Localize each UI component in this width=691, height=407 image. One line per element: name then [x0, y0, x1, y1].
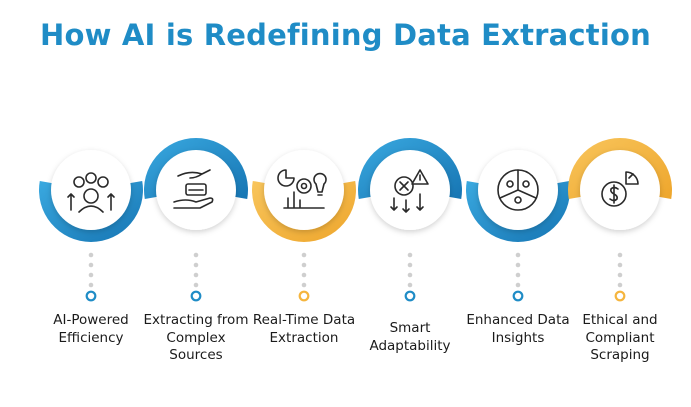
connector-dot — [407, 272, 413, 278]
hand-money-icon — [173, 169, 214, 209]
chart-gear-bulb-icon — [277, 169, 327, 209]
step-marker-4 — [404, 290, 416, 302]
step-circle-6 — [580, 150, 660, 230]
connector-dot — [515, 252, 521, 258]
pie-insights-icon — [497, 169, 539, 211]
ai-efficiency-icon — [67, 172, 115, 213]
step-label-6: Ethical and Compliant Scraping — [582, 312, 658, 363]
step-label-4: Smart Adaptability — [369, 320, 451, 354]
connector-dot — [301, 252, 307, 258]
step-circle-4 — [370, 150, 450, 230]
step-label-1: AI-Powered Efficiency — [53, 312, 129, 346]
connector-dot — [193, 272, 199, 278]
connector-dot — [407, 262, 413, 268]
connector-dot — [88, 272, 94, 278]
connector-dot — [88, 252, 94, 258]
connector-dot — [301, 272, 307, 278]
page-title: How AI is Redefining Data Extraction — [40, 18, 651, 52]
connector-dot — [617, 272, 623, 278]
connector-dot — [301, 262, 307, 268]
step-circle-3 — [264, 150, 344, 230]
gear-alert-arrows-icon — [390, 169, 429, 213]
connector-dot — [515, 262, 521, 268]
connector-dot — [617, 252, 623, 258]
connector-dot — [193, 262, 199, 268]
connector-dot — [515, 282, 521, 288]
dollar-pie-icon — [601, 171, 639, 207]
step-circle-1 — [51, 150, 131, 230]
step-marker-3 — [298, 290, 310, 302]
step-marker-6 — [614, 290, 626, 302]
connector-dot — [193, 252, 199, 258]
step-marker-1 — [85, 290, 97, 302]
connector-dot — [407, 252, 413, 258]
step-label-2: Extracting from Complex Sources — [143, 312, 249, 363]
connector-dot — [301, 282, 307, 288]
step-label-5: Enhanced Data Insights — [466, 312, 570, 346]
connector-dot — [407, 282, 413, 288]
connector-dot — [193, 282, 199, 288]
connector-dot — [88, 282, 94, 288]
step-marker-5 — [512, 290, 524, 302]
connector-dot — [88, 262, 94, 268]
connector-dot — [617, 282, 623, 288]
step-label-3: Real-Time Data Extraction — [252, 312, 356, 346]
step-marker-2 — [190, 290, 202, 302]
connector-dot — [617, 262, 623, 268]
connector-dot — [515, 272, 521, 278]
